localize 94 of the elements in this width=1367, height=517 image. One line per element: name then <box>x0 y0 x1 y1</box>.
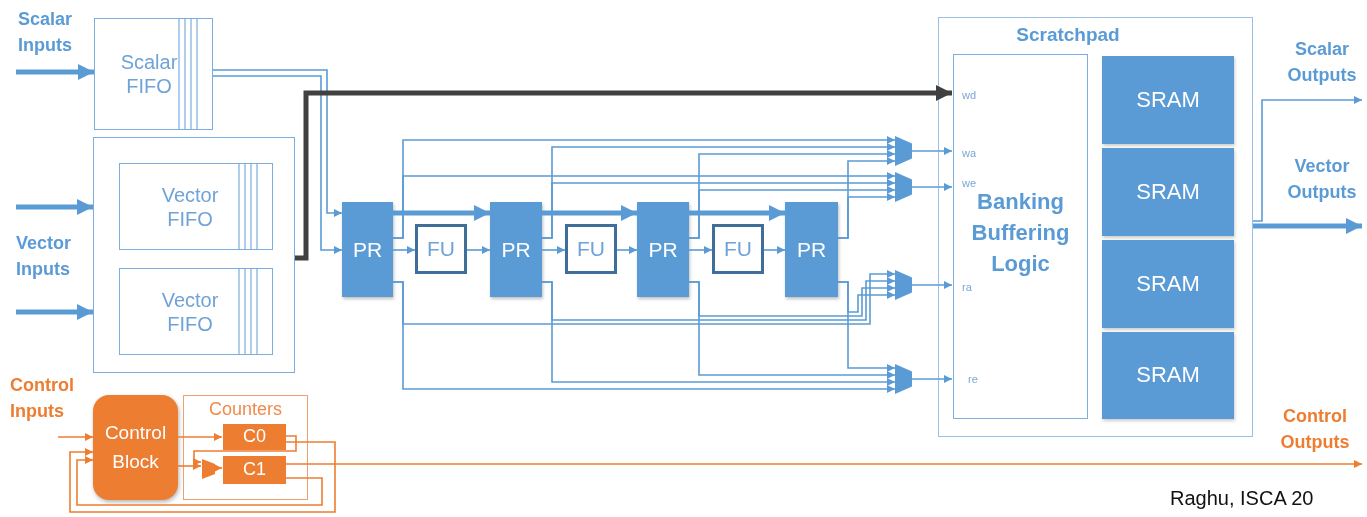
port-label: wd <box>962 89 977 101</box>
block-label: PR <box>501 236 531 263</box>
pipeline-register <box>342 202 393 297</box>
bus-arrow <box>295 85 952 261</box>
pipeline-register <box>490 202 542 297</box>
counter-block <box>223 456 286 484</box>
arrow <box>911 281 953 289</box>
sram-bank <box>1102 240 1234 328</box>
block-label: PR <box>648 236 678 263</box>
arrow <box>541 179 896 239</box>
fifo-box <box>119 163 273 250</box>
port-label: we <box>962 177 977 189</box>
arrow <box>213 464 223 472</box>
arrow <box>57 433 94 441</box>
io-label: Scalar Outputs <box>1286 38 1358 88</box>
bus-arrow <box>16 304 93 320</box>
arrow <box>177 462 202 470</box>
bus-arrow <box>16 199 93 215</box>
block-label: SRAM <box>1136 270 1200 298</box>
fifo-label: Scalar FIFO <box>119 50 179 98</box>
multiplexer <box>895 172 912 202</box>
port-label: wa <box>962 147 977 159</box>
bus-arrow <box>689 205 785 221</box>
arrow <box>69 441 336 513</box>
pipeline-register <box>785 202 838 297</box>
scratchpad-title: Scratchpad <box>1015 24 1121 47</box>
arrow <box>212 75 343 254</box>
block-label: SRAM <box>1136 362 1200 389</box>
arrow <box>837 193 896 239</box>
arrow <box>541 246 566 254</box>
io-label: Control Outputs <box>1279 405 1351 455</box>
fifo-box <box>94 18 213 130</box>
arrow <box>911 375 953 383</box>
counter-block <box>223 424 286 450</box>
arrow <box>1252 96 1363 222</box>
block-label: PR <box>352 236 383 263</box>
multiplexer <box>202 459 215 479</box>
io-label: Scalar Inputs <box>18 8 74 58</box>
fifo-label: Vector FIFO <box>160 287 220 336</box>
arrow <box>212 69 343 217</box>
bus-arrow <box>393 205 490 221</box>
fifo-group-box <box>93 137 295 373</box>
arrow <box>763 246 786 254</box>
arrow <box>688 281 896 379</box>
arrow <box>177 433 223 441</box>
multiplexer <box>895 136 912 166</box>
control-block <box>93 395 178 500</box>
bus-arrow <box>1253 218 1362 234</box>
banking-logic-box <box>953 54 1088 419</box>
logic-label: Banking Buffering Logic <box>970 188 1071 278</box>
port-label: ra <box>962 281 972 293</box>
io-label: Control Inputs <box>10 374 75 424</box>
arrow <box>76 456 323 506</box>
fifo-label: Vector FIFO <box>160 182 220 231</box>
arrow <box>193 435 297 466</box>
block-label: FU <box>724 236 752 262</box>
arrow <box>688 186 896 239</box>
io-label: Vector Inputs <box>16 232 73 282</box>
arrow <box>911 147 953 155</box>
group-title: Counters <box>208 399 282 421</box>
sram-bank <box>1102 148 1234 236</box>
block-label: Control Block <box>103 421 168 474</box>
port-label: re <box>968 373 978 385</box>
fifo-box <box>119 268 273 355</box>
scratchpad-box <box>938 17 1253 437</box>
arrow <box>392 246 416 254</box>
arrow <box>616 246 638 254</box>
arrow <box>688 246 713 254</box>
functional-unit <box>712 224 764 274</box>
block-label: C1 <box>243 459 266 481</box>
arrow <box>541 281 896 386</box>
block-label: SRAM <box>1136 178 1200 206</box>
block-label: FU <box>427 236 455 262</box>
block-label: FU <box>577 236 605 262</box>
multiplexer <box>895 270 912 300</box>
block-label: PR <box>796 236 827 263</box>
sram-bank <box>1102 56 1234 144</box>
arrow <box>911 183 953 191</box>
io-label: Vector Outputs <box>1286 155 1358 205</box>
pipeline-register <box>637 202 689 297</box>
arrow <box>466 246 491 254</box>
arrow <box>392 172 896 239</box>
bus-arrow <box>542 205 637 221</box>
functional-unit <box>415 224 467 274</box>
arrow <box>392 281 896 393</box>
arrow <box>837 281 896 372</box>
citation: Raghu, ISCA 20 <box>1170 486 1315 511</box>
functional-unit <box>565 224 617 274</box>
counters-box <box>183 395 308 500</box>
multiplexer <box>895 364 912 394</box>
block-label: C0 <box>243 426 266 448</box>
bus-arrow <box>16 64 94 80</box>
sram-bank <box>1102 332 1234 419</box>
block-label: SRAM <box>1136 86 1200 114</box>
